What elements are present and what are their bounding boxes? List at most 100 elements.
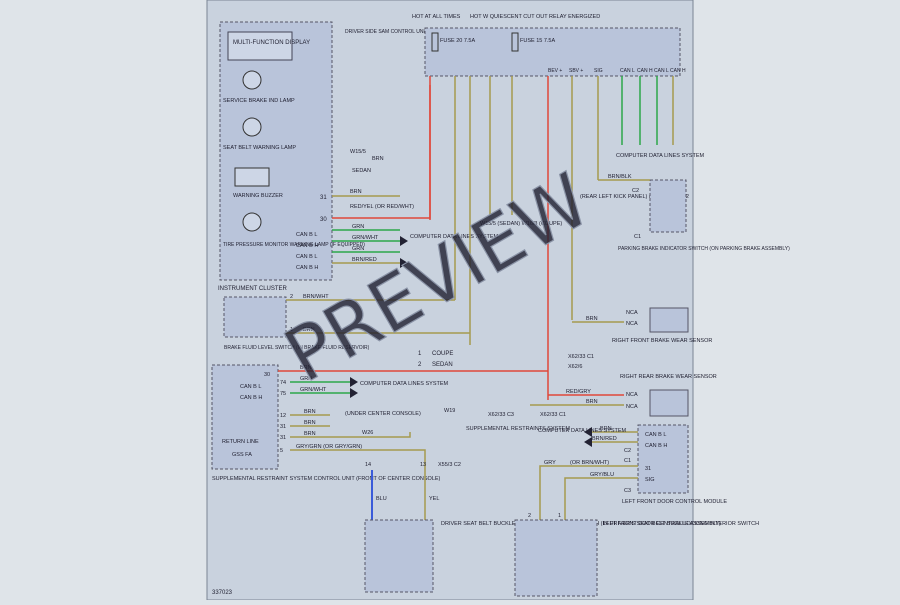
- w15-wire: BRN: [372, 156, 384, 162]
- rr-nca-2: NCA: [626, 404, 638, 410]
- srs-pin-31b: 31: [280, 435, 286, 441]
- door-c1: C1: [624, 458, 631, 464]
- brake-fluid-pin-1: 1: [290, 327, 293, 333]
- wire-door-grybl: [564, 477, 638, 520]
- seat-pin-13: 13: [420, 462, 426, 468]
- parking-brake-c2: C2: [632, 188, 639, 194]
- wire-door-gry: [539, 465, 638, 520]
- seat-belt-lamp-label: SEAT BELT WARNING LAMP: [223, 145, 296, 151]
- brake-fluid-switch-box: [223, 296, 287, 338]
- sam-cdl-label: COMPUTER DATA LINES SYSTEM: [616, 153, 705, 159]
- rr-wire-2: BRN: [586, 399, 598, 405]
- brake-fluid-wire-2: BRN: [303, 327, 315, 333]
- conn-x62-6: X62/6: [568, 364, 582, 370]
- seat-pin-14: 14: [365, 462, 371, 468]
- arrow-cdl-srs-2: [350, 388, 358, 398]
- rr-nca-1: NCA: [626, 392, 638, 398]
- srs-can-bl: CAN B L: [240, 384, 261, 390]
- conn-w19: W19: [444, 408, 455, 414]
- srs-wire-31a: BRN: [304, 420, 316, 426]
- wire-label-grnwht-13: GRN/WHT: [352, 235, 379, 241]
- conn-w26: W26: [362, 430, 373, 436]
- hot-all-times-label: HOT AT ALL TIMES: [412, 14, 461, 20]
- arrow-cdl-door-2: [584, 437, 592, 447]
- srs-under-console: (UNDER CENTER CONSOLE): [345, 411, 421, 417]
- srs-pin-12: 12: [280, 413, 286, 419]
- arrow-cdl-cluster-2: [400, 258, 408, 268]
- warning-buzzer-icon: [234, 167, 270, 187]
- mfd-label: MULTI-FUNCTION DISPLAY: [233, 40, 310, 46]
- wire-label-grn-12: GRN: [352, 224, 364, 230]
- srs-pin-31a: 31: [280, 424, 286, 430]
- instrument-cluster-title: INSTRUMENT CLUSTER: [218, 286, 288, 292]
- sam-box: [424, 27, 681, 77]
- legend-text-1: COUPE: [432, 351, 453, 357]
- door-cdl: COMPUTER DATA LINES SYSTEM: [538, 428, 627, 434]
- w15-top: W15/5: [350, 149, 366, 155]
- service-brake-lamp-icon: [242, 70, 262, 90]
- sam-pin-canl-1: CAN L: [620, 68, 635, 74]
- rear-left-kick: (REAR LEFT KICK PANEL) (SEDAN) W15/2: [580, 194, 689, 200]
- brake-fluid-label: BRAKE FLUID LEVEL SWITCH (IN BRAKE FLUID…: [224, 345, 370, 351]
- tire-pressure-lamp-label: TIRE PRESSURE MONITOR WARNING LAMP (IF E…: [223, 242, 365, 248]
- lock-pin-1: 1: [558, 513, 561, 519]
- arrow-cdl-srs: [350, 377, 358, 387]
- door-label: LEFT FRONT DOOR CONTROL MODULE: [622, 499, 727, 505]
- srs-wire-30: BRN: [300, 365, 312, 371]
- door-pin-31: 31: [645, 466, 651, 472]
- cluster-pin-31: 31: [320, 195, 327, 201]
- rr-wire-1: RED/GRY: [566, 389, 591, 395]
- wire-label-redyel: RED/YEL (OR RED/WHT): [350, 204, 414, 210]
- seat-belt-lamp-icon: [242, 117, 262, 137]
- wire-srs-gss: [290, 449, 426, 470]
- right-front-brake-box: [649, 307, 689, 333]
- cluster-can-bl-1: CAN B L: [296, 232, 317, 238]
- fuse-15: [511, 32, 519, 52]
- rf-wire: BRN: [586, 316, 598, 322]
- rf-nca-2: NCA: [626, 321, 638, 327]
- wire-srs-31b: [290, 432, 411, 438]
- locking-switch-label: LEFT FRONT DOOR CENTRAL LOCKING INTERIOR…: [603, 521, 759, 527]
- legend-num-2: 2: [418, 362, 422, 368]
- srs-pin-30: 30: [264, 372, 270, 378]
- parking-brake-c1: C1: [634, 234, 641, 240]
- cluster-can-bh-1: CAN B H: [296, 243, 318, 249]
- rf-label: RIGHT FRONT BRAKE WEAR SENSOR: [612, 338, 712, 344]
- cluster-can-bh-2: CAN B H: [296, 265, 318, 271]
- srs-cdl: COMPUTER DATA LINES SYSTEM: [360, 381, 449, 387]
- conn-x62-33: X62/33 C1: [568, 354, 594, 360]
- door-c3: C3: [624, 488, 631, 494]
- door-wire-1: BRN: [600, 426, 612, 432]
- instrument-cluster-box: [219, 21, 333, 281]
- srs-wire-31b: BRN: [304, 431, 316, 437]
- srs-wire-75: GRN/WHT: [300, 387, 327, 393]
- srs-wire-gss: GRY/GRN (OR GRY/GRN): [296, 444, 362, 450]
- warning-buzzer-label: WARNING BUZZER: [233, 193, 283, 199]
- parking-brake-wire: BRN/BLK: [608, 174, 632, 180]
- right-rear-brake-box: [649, 389, 689, 417]
- sam-pin-canh-2: CAN H: [670, 68, 686, 74]
- srs-wire-74: GRN: [300, 376, 312, 382]
- w15-sedan: SEDAN: [352, 168, 371, 174]
- parking-brake-label: PARKING BRAKE INDICATOR SWITCH (ON PARKI…: [618, 246, 790, 252]
- srs-can-bh: CAN B H: [240, 395, 262, 401]
- sam-pin-canl-2: CAN L: [654, 68, 669, 74]
- door-sig: SIG: [645, 477, 654, 483]
- door-wire-4: GRY/BLU: [590, 472, 614, 478]
- driver-seat-switch-box: [364, 519, 434, 593]
- wire-label-brnred-18: BRN/RED: [352, 257, 377, 263]
- sam-pin-bev: BEV +: [548, 68, 562, 74]
- fuse-15-label: FUSE 15 7.5A: [520, 38, 555, 44]
- door-can-bl: CAN B L: [645, 432, 666, 438]
- brake-fluid-pin-2: 2: [290, 294, 293, 300]
- door-wire-3: GRY: [544, 460, 556, 466]
- seat-wire-blu: BLU: [376, 496, 387, 502]
- srs-pin-75: 75: [280, 391, 286, 397]
- tire-pressure-lamp-icon: [242, 212, 262, 232]
- locking-switch-box: [514, 519, 598, 597]
- left-front-door-box: [637, 424, 689, 494]
- hot-relay-label: HOT W QUIESCENT CUT OUT RELAY ENERGIZED: [470, 14, 600, 20]
- wire-label-brn-31: BRN: [350, 189, 362, 195]
- srs-pin-5: 5: [280, 448, 283, 454]
